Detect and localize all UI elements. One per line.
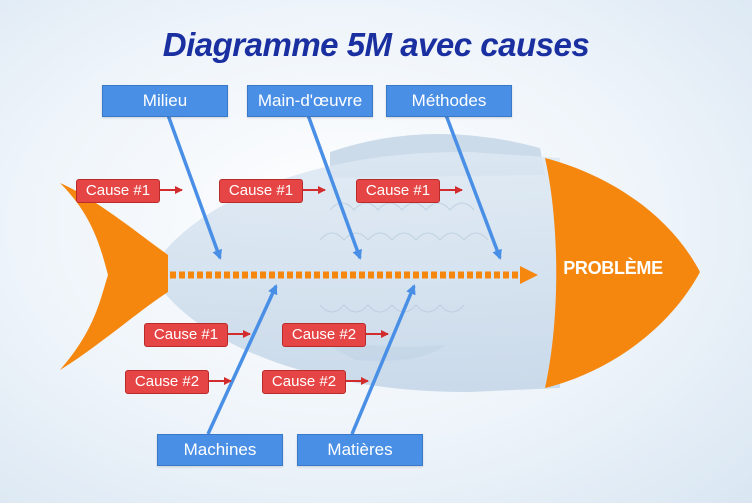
cause-milieu-1[interactable]: Cause #1 <box>76 179 160 203</box>
cause-machines-2[interactable]: Cause #2 <box>125 370 209 394</box>
fish-head <box>545 158 700 388</box>
category-main-oeuvre[interactable]: Main-d'œuvre <box>247 85 373 117</box>
category-methodes[interactable]: Méthodes <box>386 85 512 117</box>
bone-methodes <box>444 114 502 260</box>
spine-arrowhead <box>520 266 538 284</box>
diagram-title: Diagramme 5M avec causes <box>162 26 590 63</box>
bone-matieres <box>350 284 416 435</box>
bone-main-oeuvre <box>306 114 362 260</box>
category-matieres[interactable]: Matières <box>297 434 423 466</box>
cause-matieres-2[interactable]: Cause #2 <box>262 370 346 394</box>
cause-methodes-1[interactable]: Cause #1 <box>356 179 440 203</box>
bone-machines <box>206 284 278 435</box>
cause-machines-1[interactable]: Cause #1 <box>144 323 228 347</box>
problem-label: PROBLÈME <box>563 258 663 278</box>
category-milieu[interactable]: Milieu <box>102 85 228 117</box>
fish-tail <box>60 183 168 370</box>
fish-scales <box>319 202 489 313</box>
cause-main-oeuvre-1[interactable]: Cause #1 <box>219 179 303 203</box>
cause-matieres-1[interactable]: Cause #2 <box>282 323 366 347</box>
bone-milieu <box>166 114 222 260</box>
category-machines[interactable]: Machines <box>157 434 283 466</box>
